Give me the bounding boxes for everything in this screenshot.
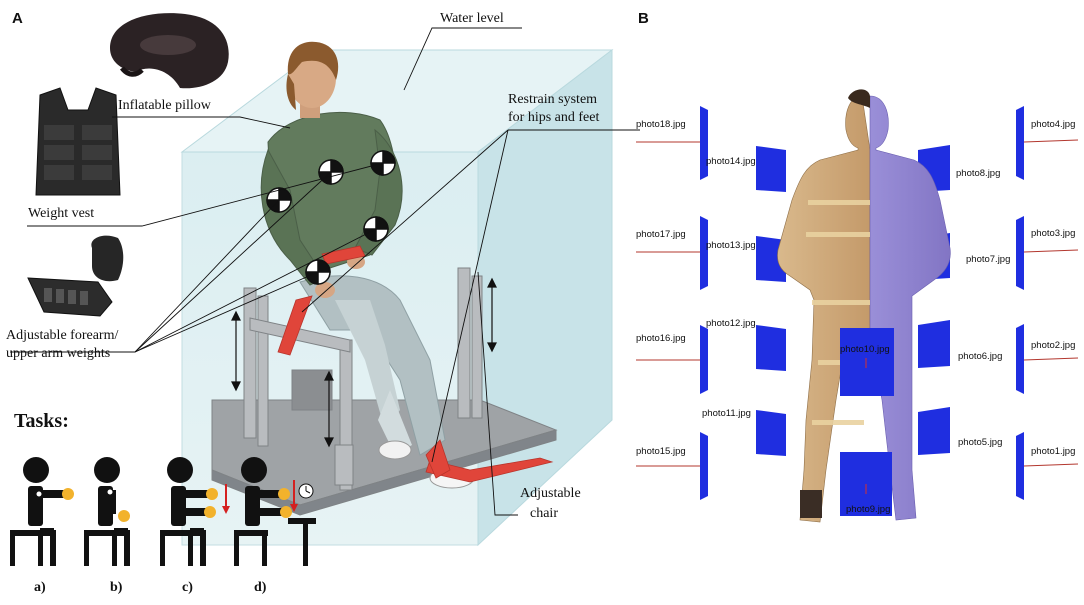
task-a-figure — [10, 457, 74, 566]
photo-label-6: photo6.jpg — [958, 351, 1003, 362]
photo-label-7: photo7.jpg — [966, 254, 1011, 265]
camera-photo10 — [840, 328, 894, 396]
camera-photo11 — [756, 410, 786, 456]
photo-label-15: photo15.jpg — [636, 446, 686, 457]
photo-label-14: photo14.jpg — [706, 156, 756, 167]
camera-photo3 — [1016, 216, 1024, 290]
adjustable-chair-label-line1: Adjustable — [520, 486, 581, 501]
forearm-weights-label-line2: upper arm weights — [6, 346, 111, 361]
camera-photo15 — [700, 432, 708, 500]
camera-photo1 — [1016, 432, 1024, 500]
task-label-c: c) — [182, 580, 193, 595]
camera-rays — [636, 139, 1079, 467]
weight-vest-label: Weight vest — [28, 206, 95, 221]
inflatable-pillow-image — [110, 13, 229, 89]
task-label-d: d) — [254, 580, 267, 595]
front-cameras — [840, 328, 894, 516]
photo-label-1: photo1.jpg — [1031, 446, 1076, 457]
camera-photo4 — [1016, 106, 1024, 180]
inflatable-pillow-label: Inflatable pillow — [118, 98, 211, 113]
task-label-b: b) — [110, 580, 123, 595]
photo-label-11: photo11.jpg — [702, 408, 751, 419]
photo-label-18: photo18.jpg — [636, 119, 686, 130]
task-c-figure — [160, 457, 230, 566]
camera-photo17 — [700, 216, 708, 290]
tasks-title: Tasks: — [14, 410, 69, 432]
task-b-figure — [84, 457, 130, 566]
photo-label-17: photo17.jpg — [636, 229, 686, 240]
task-label-a: a) — [34, 580, 46, 595]
panel-letter-a: A — [12, 10, 23, 27]
forearm-weights-image — [27, 235, 124, 317]
photo-label-2: photo2.jpg — [1031, 340, 1076, 351]
weight-vest-image — [35, 87, 121, 196]
photo-label-4: photo4.jpg — [1031, 119, 1076, 130]
camera-photo2 — [1016, 324, 1024, 394]
task-pictograms — [10, 457, 316, 566]
photo-label-12: photo12.jpg — [706, 318, 756, 329]
camera-photo12 — [756, 325, 786, 371]
camera-photo18 — [700, 106, 708, 180]
camera-photo14 — [756, 146, 786, 192]
photo-label-5: photo5.jpg — [958, 437, 1003, 448]
adjustment-arrows — [231, 277, 497, 448]
leader-lines — [10, 27, 640, 516]
photo-label-8: photo8.jpg — [956, 168, 1001, 179]
photo-label-13: photo13.jpg — [706, 240, 756, 251]
photo-label-10: photo10.jpg — [840, 344, 890, 355]
photo-label-9: photo9.jpg — [846, 504, 891, 515]
photo-label-3: photo3.jpg — [1031, 228, 1076, 239]
photo-label-16: photo16.jpg — [636, 333, 686, 344]
restrain-system-label-line2: for hips and feet — [508, 110, 600, 125]
forearm-weights-label-line1: Adjustable forearm/ — [6, 328, 119, 343]
camera-photo5 — [918, 407, 950, 455]
water-level-label: Water level — [440, 11, 504, 26]
panel-letter-b: B — [638, 10, 649, 27]
camera-photo16 — [700, 325, 708, 394]
adjustable-chair-label-line2: chair — [530, 506, 558, 521]
camera-photo6 — [918, 320, 950, 368]
task-d-figure — [234, 457, 316, 566]
restrain-system-label-line1: Restrain system — [508, 92, 598, 107]
